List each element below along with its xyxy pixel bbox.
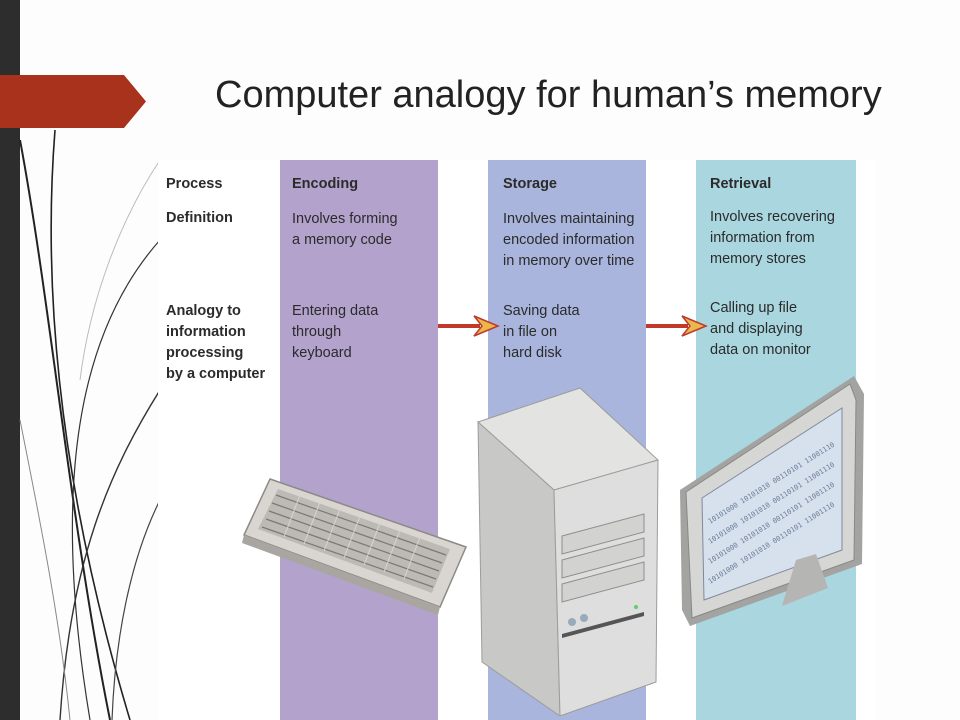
analogy-storage: Saving data in file on hard disk xyxy=(503,303,580,361)
keyboard-icon xyxy=(242,478,468,615)
stage-name-encoding: Encoding xyxy=(292,176,359,192)
definition-encoding: Involves forming a memory code xyxy=(292,211,398,248)
row-label-process: Process xyxy=(166,176,223,192)
arrow-storage-to-retrieval-icon xyxy=(646,315,708,337)
encoding-column xyxy=(280,160,438,720)
definition-retrieval: Involves recovering information from mem… xyxy=(710,209,835,267)
row-label-analogy: Analogy to information processing by a c… xyxy=(166,303,266,382)
memory-analogy-figure: Process Definition Analogy to informatio… xyxy=(158,160,875,720)
slide-title: Computer analogy for human’s memory xyxy=(215,74,882,116)
analogy-retrieval: Calling up file and displaying data on m… xyxy=(710,300,811,358)
monitor-icon: 10101000 10101010 00110101 11001110 1010… xyxy=(680,376,864,626)
stage-name-retrieval: Retrieval xyxy=(710,176,772,192)
stage-name-storage: Storage xyxy=(503,176,557,192)
analogy-encoding: Entering data through keyboard xyxy=(292,303,379,361)
computer-tower-icon xyxy=(477,387,659,716)
row-label-definition: Definition xyxy=(166,210,233,226)
title-accent-flag xyxy=(0,75,146,128)
arrow-encoding-to-storage-icon xyxy=(438,315,500,337)
definition-storage: Involves maintaining encoded information… xyxy=(503,211,635,269)
left-dark-bar xyxy=(0,0,20,720)
decorative-curves xyxy=(19,129,160,720)
